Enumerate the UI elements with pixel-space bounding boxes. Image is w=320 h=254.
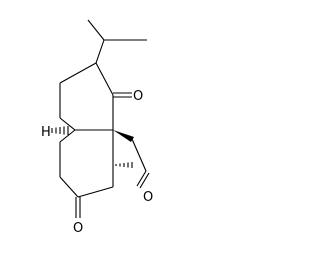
- bond-isopropyl-to-ring: [95, 39, 105, 64]
- bond-aldehyde-co-a: [136, 170, 147, 187]
- ketone-bottom-oxygen-label: O: [73, 221, 83, 236]
- ketone-top-oxygen-label: O: [133, 89, 143, 104]
- molecule-structure: O H O O: [41, 19, 153, 236]
- ring-fusion-hydrogen-label: H: [41, 125, 51, 140]
- bond-lower-ring-4: [77, 186, 114, 198]
- wedge-to-aldehyde: [113, 130, 134, 142]
- bond-aldehyde-chain: [131, 138, 147, 172]
- aldehyde-group: O: [113, 130, 153, 205]
- lower-ring: [59, 129, 114, 198]
- isopropyl-group: [87, 19, 147, 64]
- bond-aldehyde-co-b: [139, 172, 150, 189]
- aldehyde-oxygen-label: O: [143, 190, 153, 205]
- bond-isopropyl-left-methyl: [87, 19, 105, 41]
- bottom-ketone: O: [73, 197, 83, 236]
- bond-lower-ring-3: [59, 176, 79, 198]
- bond-upper-ring-5: [95, 62, 114, 96]
- top-ketone: O: [113, 89, 143, 104]
- upper-ring: [59, 62, 114, 131]
- bond-upper-ring-3: [59, 117, 76, 131]
- bond-upper-ring-1: [59, 62, 97, 84]
- ring-fusion-hydrogen: H: [41, 125, 69, 140]
- methyl-hashed-group: [115, 162, 133, 168]
- bond-lower-ring-1: [59, 129, 76, 143]
